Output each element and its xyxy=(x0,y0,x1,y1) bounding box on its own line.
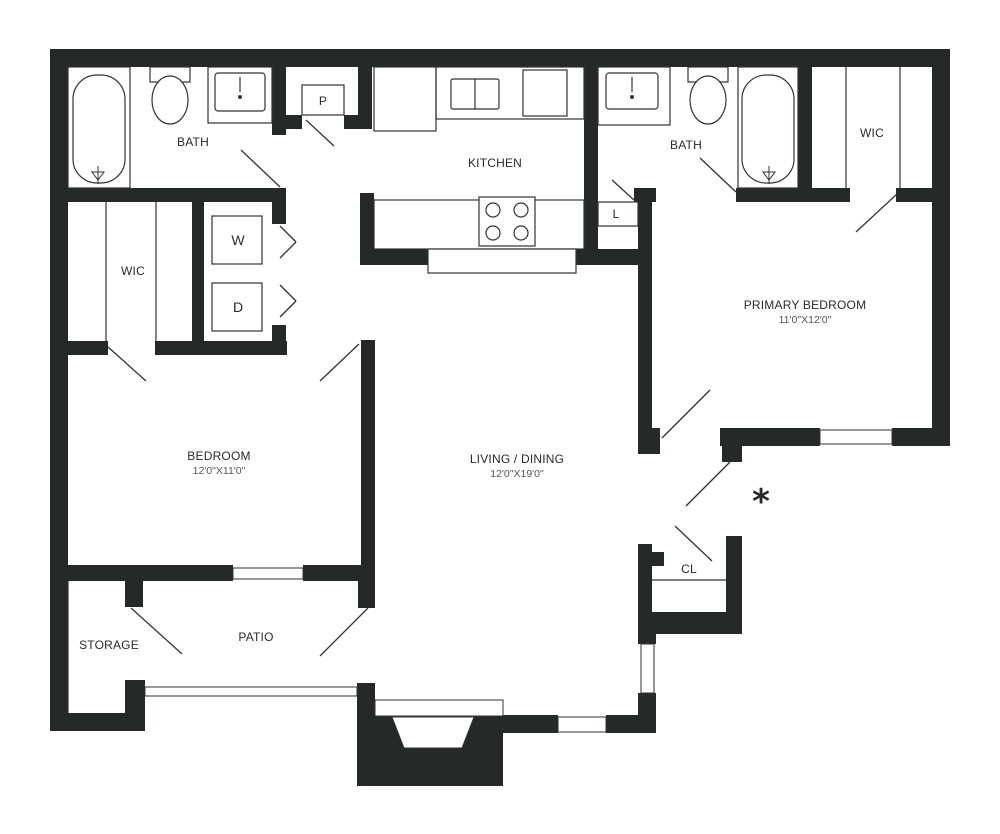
windows xyxy=(144,429,893,733)
room-label-patio: PATIO xyxy=(238,630,273,644)
dryer-label: D xyxy=(233,299,243,315)
room-label-bath: BATH xyxy=(177,135,209,149)
room-label-wic-primary: WIC xyxy=(860,126,884,140)
room-dimension-bedroom: 12'0"X11'0" xyxy=(193,465,246,477)
room-label-bedroom: BEDROOM xyxy=(187,449,250,463)
doors xyxy=(107,119,898,657)
room-label-linen: L xyxy=(613,207,620,221)
entry-marker-icon: * xyxy=(752,482,770,522)
drain-icon xyxy=(91,166,776,184)
room-dimension-living-dining: 12'0"X19'0" xyxy=(490,468,544,480)
room-label-closet: CL xyxy=(681,562,697,576)
fixtures xyxy=(67,66,901,713)
room-label-primary-bedroom: PRIMARY BEDROOM xyxy=(744,298,867,312)
fireplace-hearth xyxy=(391,716,475,749)
room-label-wic: WIC xyxy=(121,264,145,278)
room-label-pantry: P xyxy=(319,94,327,108)
fireplace-mantel xyxy=(374,699,504,717)
washer-label: W xyxy=(231,232,245,248)
room-label-bath-primary: BATH xyxy=(670,138,702,152)
room-label-storage: STORAGE xyxy=(79,638,139,652)
room-label-kitchen: KITCHEN xyxy=(468,156,522,170)
room-label-living-dining: LIVING / DINING xyxy=(470,452,564,466)
room-dimension-primary-bedroom: 11'0"X12'0" xyxy=(779,314,832,326)
